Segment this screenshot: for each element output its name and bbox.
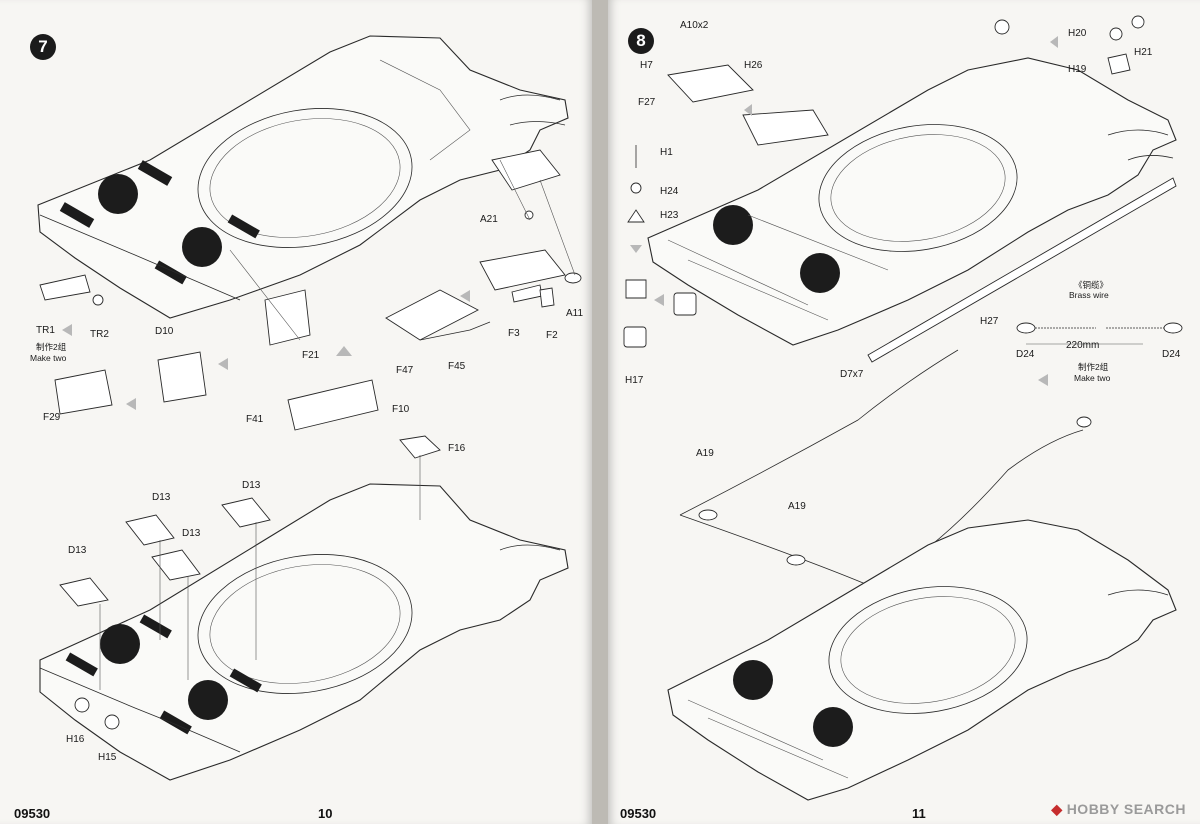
label-f21: F21 bbox=[302, 350, 320, 361]
label-d24-a: D24 bbox=[1016, 349, 1035, 360]
step-8-drawing: A10x2 H7 H26 F27 H20 H21 H19 H1 H24 H23 … bbox=[623, 15, 1183, 801]
lower-hull-right bbox=[667, 519, 1177, 801]
label-h16: H16 bbox=[66, 734, 85, 745]
label-tr1: TR1 bbox=[36, 325, 55, 336]
label-d10: D10 bbox=[155, 326, 174, 337]
upper-hull-top-right bbox=[647, 57, 1177, 346]
label-d13-a: D13 bbox=[152, 492, 171, 503]
make-two-right: Make two bbox=[1074, 373, 1111, 383]
right-product-code: 09530 bbox=[620, 806, 657, 821]
hobby-search-watermark: ◆HOBBY SEARCH bbox=[1051, 801, 1186, 818]
label-d13-c: D13 bbox=[182, 528, 201, 539]
label-a11: A11 bbox=[566, 308, 583, 319]
label-f47: F47 bbox=[396, 365, 414, 376]
lower-hull bbox=[39, 483, 569, 781]
upper-hull-top bbox=[37, 35, 569, 319]
make-two-cn-left: 制作2组 bbox=[36, 342, 67, 352]
step-7-badge: 7 bbox=[30, 34, 56, 60]
label-h27: H27 bbox=[980, 316, 999, 327]
right-page-number: 11 bbox=[912, 806, 926, 821]
step-8-badge: 8 bbox=[628, 28, 654, 54]
label-h21: H21 bbox=[1134, 47, 1153, 58]
label-h24: H24 bbox=[660, 186, 679, 197]
label-h26: H26 bbox=[744, 60, 763, 71]
label-f3: F3 bbox=[508, 328, 520, 339]
label-h1: H1 bbox=[660, 147, 673, 158]
left-product-code: 09530 bbox=[14, 806, 51, 821]
upper-parts bbox=[39, 149, 582, 459]
right-page: 8 bbox=[608, 0, 1200, 824]
label-h7: H7 bbox=[640, 60, 653, 71]
label-f41: F41 bbox=[246, 414, 264, 425]
d13-parts bbox=[59, 497, 271, 730]
label-a19-a: A19 bbox=[696, 448, 714, 459]
label-h20: H20 bbox=[1068, 28, 1087, 39]
label-f16: F16 bbox=[448, 443, 466, 454]
label-h19: H19 bbox=[1068, 64, 1087, 75]
label-h17: H17 bbox=[625, 375, 644, 386]
watermark-logo-icon: ◆ bbox=[1051, 801, 1063, 817]
label-d24-b: D24 bbox=[1162, 349, 1181, 360]
label-h23: H23 bbox=[660, 210, 679, 221]
label-a19-b: A19 bbox=[788, 501, 806, 512]
step-7-drawing: A21 A11 F3 F2 F47 F45 TR1 TR2 制作2组 Make … bbox=[30, 35, 583, 781]
label-brass-wire: Brass wire bbox=[1069, 290, 1109, 300]
watermark-text: HOBBY SEARCH bbox=[1066, 801, 1186, 817]
label-brass-cn: 《铜缆》 bbox=[1074, 280, 1108, 290]
left-page: 7 bbox=[0, 0, 592, 824]
label-h15: H15 bbox=[98, 752, 117, 763]
label-d13-d: D13 bbox=[68, 545, 87, 556]
label-f29: F29 bbox=[43, 412, 61, 423]
label-a10x2: A10x2 bbox=[680, 20, 709, 31]
brass-wire-diagram bbox=[1016, 322, 1183, 345]
label-f27: F27 bbox=[638, 97, 656, 108]
label-tr2: TR2 bbox=[90, 329, 109, 340]
label-f10: F10 bbox=[392, 404, 410, 415]
book-gutter bbox=[592, 0, 608, 824]
make-two-cn-right: 制作2组 bbox=[1078, 362, 1109, 372]
upper-parts-right bbox=[623, 15, 1177, 386]
left-page-number: 10 bbox=[318, 806, 333, 821]
label-f45: F45 bbox=[448, 361, 466, 372]
label-f2: F2 bbox=[546, 330, 558, 341]
label-d7x7: D7x7 bbox=[840, 369, 864, 380]
label-d13-b: D13 bbox=[242, 480, 261, 491]
label-220mm: 220mm bbox=[1066, 340, 1099, 351]
label-a21: A21 bbox=[480, 214, 498, 225]
make-two-left: Make two bbox=[30, 353, 67, 363]
